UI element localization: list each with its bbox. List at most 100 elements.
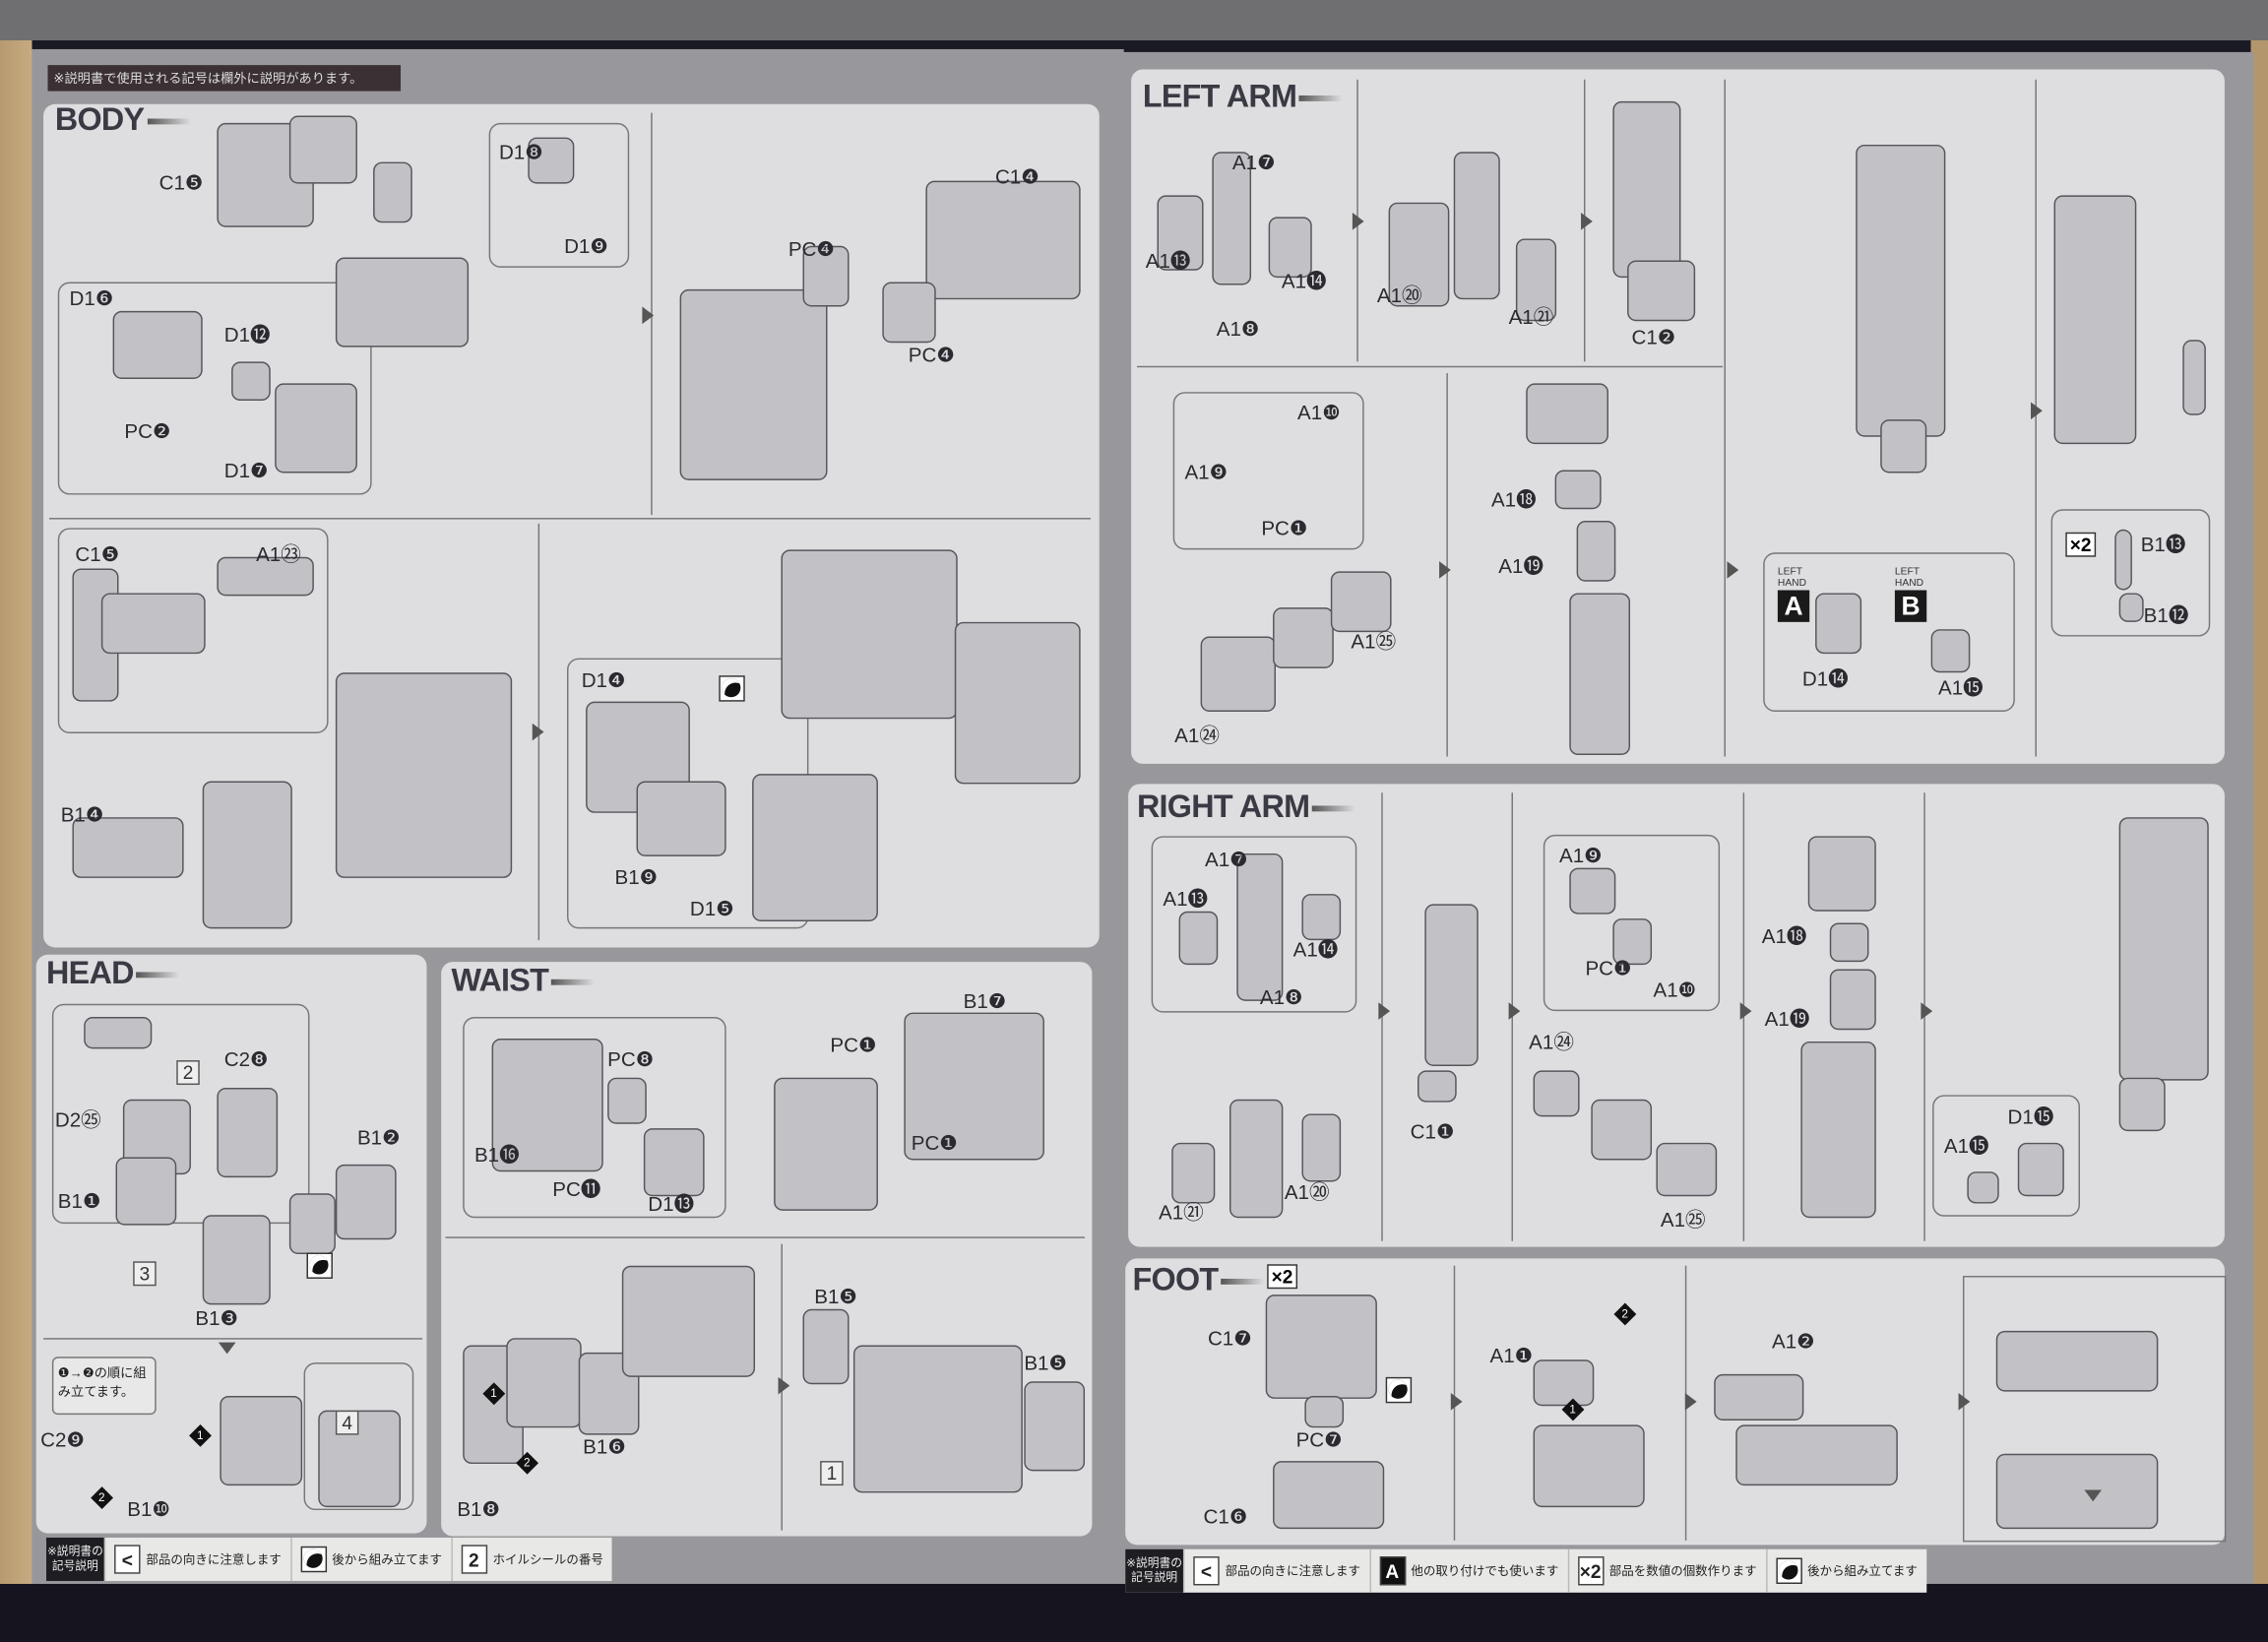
part-label: A1❼ xyxy=(1205,848,1248,871)
part-illustration xyxy=(288,1193,336,1254)
part-illustration xyxy=(752,774,878,922)
part-illustration xyxy=(1273,1461,1385,1530)
part-label: B1❹ xyxy=(60,802,104,827)
part-illustration xyxy=(882,282,936,344)
seal-number: 4 xyxy=(335,1410,359,1435)
part-illustration xyxy=(1995,1330,2159,1392)
part-illustration xyxy=(202,781,292,929)
part-illustration xyxy=(1200,636,1277,712)
part-label: B1❻ xyxy=(583,1434,626,1459)
part-illustration xyxy=(373,161,412,223)
assembly-order-note: ❶→❷の順に組み立てます。 xyxy=(51,1357,157,1416)
part-illustration xyxy=(335,1164,397,1240)
left-hand-callout xyxy=(1763,552,2015,712)
part-illustration xyxy=(774,1077,878,1211)
legend-heading: ※説明書の記号説明 xyxy=(1125,1548,1183,1593)
seal-number-icon: 2 xyxy=(461,1545,487,1574)
part-label: D1⓯ xyxy=(2007,1105,2054,1129)
part-label: A1❾ xyxy=(1184,460,1228,483)
part-illustration xyxy=(802,245,850,307)
section-title-body: BODY xyxy=(55,101,190,139)
part-label: A1㉑ xyxy=(1158,1200,1204,1225)
part-illustration xyxy=(1236,853,1284,1001)
step-arrow-icon xyxy=(642,306,655,325)
part-label: B1❾ xyxy=(614,864,659,889)
direction-caution-icon: < xyxy=(1193,1556,1220,1586)
part-label: PC❹ xyxy=(908,343,955,366)
part-illustration xyxy=(925,180,1081,300)
part-label: C1❹ xyxy=(994,164,1040,189)
divider xyxy=(1724,79,1726,757)
part-label: B1❶ xyxy=(57,1188,101,1213)
part-label: B1❸ xyxy=(195,1305,238,1330)
part-illustration xyxy=(1612,918,1653,966)
hand-letter-b: B xyxy=(1894,590,1927,622)
part-label: A1㉕ xyxy=(1660,1207,1706,1232)
part-label: A1⓳ xyxy=(1764,1006,1810,1031)
step-arrow-icon xyxy=(1958,1393,1971,1411)
section-title-foot: FOOT xyxy=(1133,1261,1265,1298)
part-illustration xyxy=(528,137,575,184)
part-illustration xyxy=(578,1352,640,1435)
part-illustration xyxy=(1829,969,1876,1031)
divider xyxy=(48,518,1091,520)
part-illustration xyxy=(1024,1381,1086,1472)
part-label: C1❺ xyxy=(158,170,204,194)
part-illustration xyxy=(1212,152,1252,285)
hand-caption: LEFT HAND xyxy=(1777,567,1807,590)
part-illustration xyxy=(1304,1395,1345,1428)
part-illustration xyxy=(1157,195,1204,271)
divider xyxy=(1136,365,1724,368)
part-illustration xyxy=(1800,1041,1876,1219)
part-illustration xyxy=(506,1338,582,1428)
part-illustration xyxy=(2182,340,2206,415)
part-label: A1❽ xyxy=(1259,984,1303,1009)
divider xyxy=(445,1236,1086,1238)
part-illustration xyxy=(1273,607,1334,668)
assemble-later-icon xyxy=(306,1252,333,1279)
step-arrow-icon xyxy=(2031,402,2043,420)
part-label: A1⓯ xyxy=(1937,675,1984,699)
part-illustration xyxy=(2118,1077,2166,1132)
detail-callout xyxy=(1932,1095,2080,1217)
alternate-use-icon: A xyxy=(1379,1556,1406,1586)
legend-item: <部品の向きに注意します xyxy=(103,1537,290,1582)
dark-background xyxy=(0,1583,2268,1642)
part-illustration xyxy=(100,593,206,655)
part-illustration xyxy=(231,361,271,402)
part-illustration xyxy=(1418,1070,1457,1103)
part-illustration xyxy=(1995,1453,2159,1530)
part-label: A1❶ xyxy=(1489,1344,1534,1367)
part-illustration xyxy=(84,1016,153,1049)
part-illustration xyxy=(2114,529,2132,591)
part-label: D1❾ xyxy=(564,234,608,258)
part-illustration xyxy=(202,1215,271,1305)
step-arrow-icon xyxy=(1439,561,1451,579)
part-label: C1❻ xyxy=(1203,1504,1248,1528)
step-arrow-icon xyxy=(532,723,544,741)
legend-heading: ※説明書の記号説明 xyxy=(46,1537,104,1582)
part-illustration xyxy=(679,288,828,480)
part-illustration xyxy=(1612,100,1681,279)
part-label: C1❼ xyxy=(1207,1326,1252,1350)
part-illustration xyxy=(1301,894,1342,941)
part-label: C2❾ xyxy=(40,1427,85,1451)
part-illustration xyxy=(1807,836,1876,912)
part-illustration xyxy=(1268,217,1312,279)
part-illustration xyxy=(1515,238,1557,322)
step-arrow-icon xyxy=(1581,213,1593,230)
part-illustration xyxy=(904,1012,1044,1161)
assemble-later-icon xyxy=(299,1546,327,1573)
part-label: A1⑳ xyxy=(1376,284,1422,307)
part-illustration xyxy=(1424,904,1479,1066)
detail-callout xyxy=(1151,836,1357,1013)
part-illustration xyxy=(220,1395,303,1486)
part-illustration xyxy=(2017,1142,2064,1197)
detail-callout xyxy=(463,1016,726,1219)
part-label: B1❷ xyxy=(356,1125,401,1149)
part-illustration xyxy=(781,549,958,720)
part-illustration xyxy=(1569,593,1631,756)
